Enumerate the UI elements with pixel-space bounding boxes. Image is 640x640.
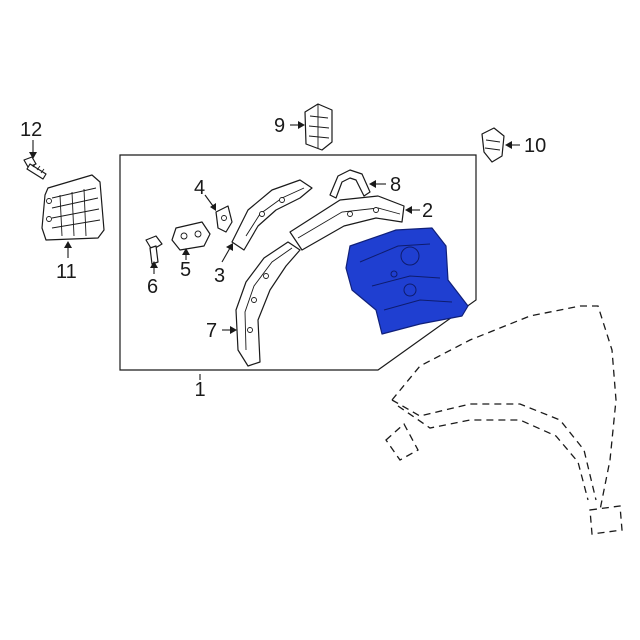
arrow-9 [298, 121, 305, 129]
part-5-plate[interactable] [171, 221, 211, 251]
arrow-3 [226, 243, 233, 251]
part-12-bolt[interactable] [23, 156, 47, 180]
callout-7: 7 [206, 320, 217, 342]
callout-10: 10 [524, 135, 546, 157]
fender-outline [385, 305, 623, 535]
part-8-strap[interactable] [329, 169, 371, 199]
part-7-arch-reinforcement[interactable] [235, 241, 301, 367]
part-2-upper-member[interactable] [289, 195, 405, 251]
leader-4 [204, 194, 214, 207]
arrow-7 [230, 326, 237, 334]
callout-9: 9 [274, 115, 285, 137]
highlighted-apron-panel[interactable] [345, 227, 469, 335]
callout-11: 11 [56, 261, 77, 283]
callout-1: 1 [194, 379, 205, 401]
leader-3 [221, 247, 231, 263]
callout-8: 8 [390, 174, 401, 196]
arrow-2 [405, 206, 412, 214]
part-11-liner-bracket[interactable] [41, 174, 105, 241]
callout-5: 5 [180, 259, 191, 281]
arrow-5 [182, 248, 190, 255]
callout-4: 4 [194, 177, 205, 199]
callout-3: 3 [214, 265, 225, 287]
arrow-12 [29, 152, 37, 159]
part-9-bracket[interactable] [304, 103, 333, 151]
part-3-apron-reinforcement[interactable] [231, 179, 313, 251]
part-6-bolt[interactable] [145, 235, 163, 265]
arrow-6 [150, 261, 158, 268]
part-10-clip[interactable] [481, 127, 505, 163]
part-4-bracket[interactable] [215, 205, 233, 233]
arrow-8 [369, 180, 376, 188]
callout-6: 6 [147, 276, 158, 298]
arrow-11 [64, 241, 72, 248]
callout-12: 12 [20, 119, 42, 141]
assembly-frame [119, 154, 477, 371]
arrow-4 [210, 203, 216, 211]
arrow-10 [505, 141, 512, 149]
callout-2: 2 [422, 200, 433, 222]
